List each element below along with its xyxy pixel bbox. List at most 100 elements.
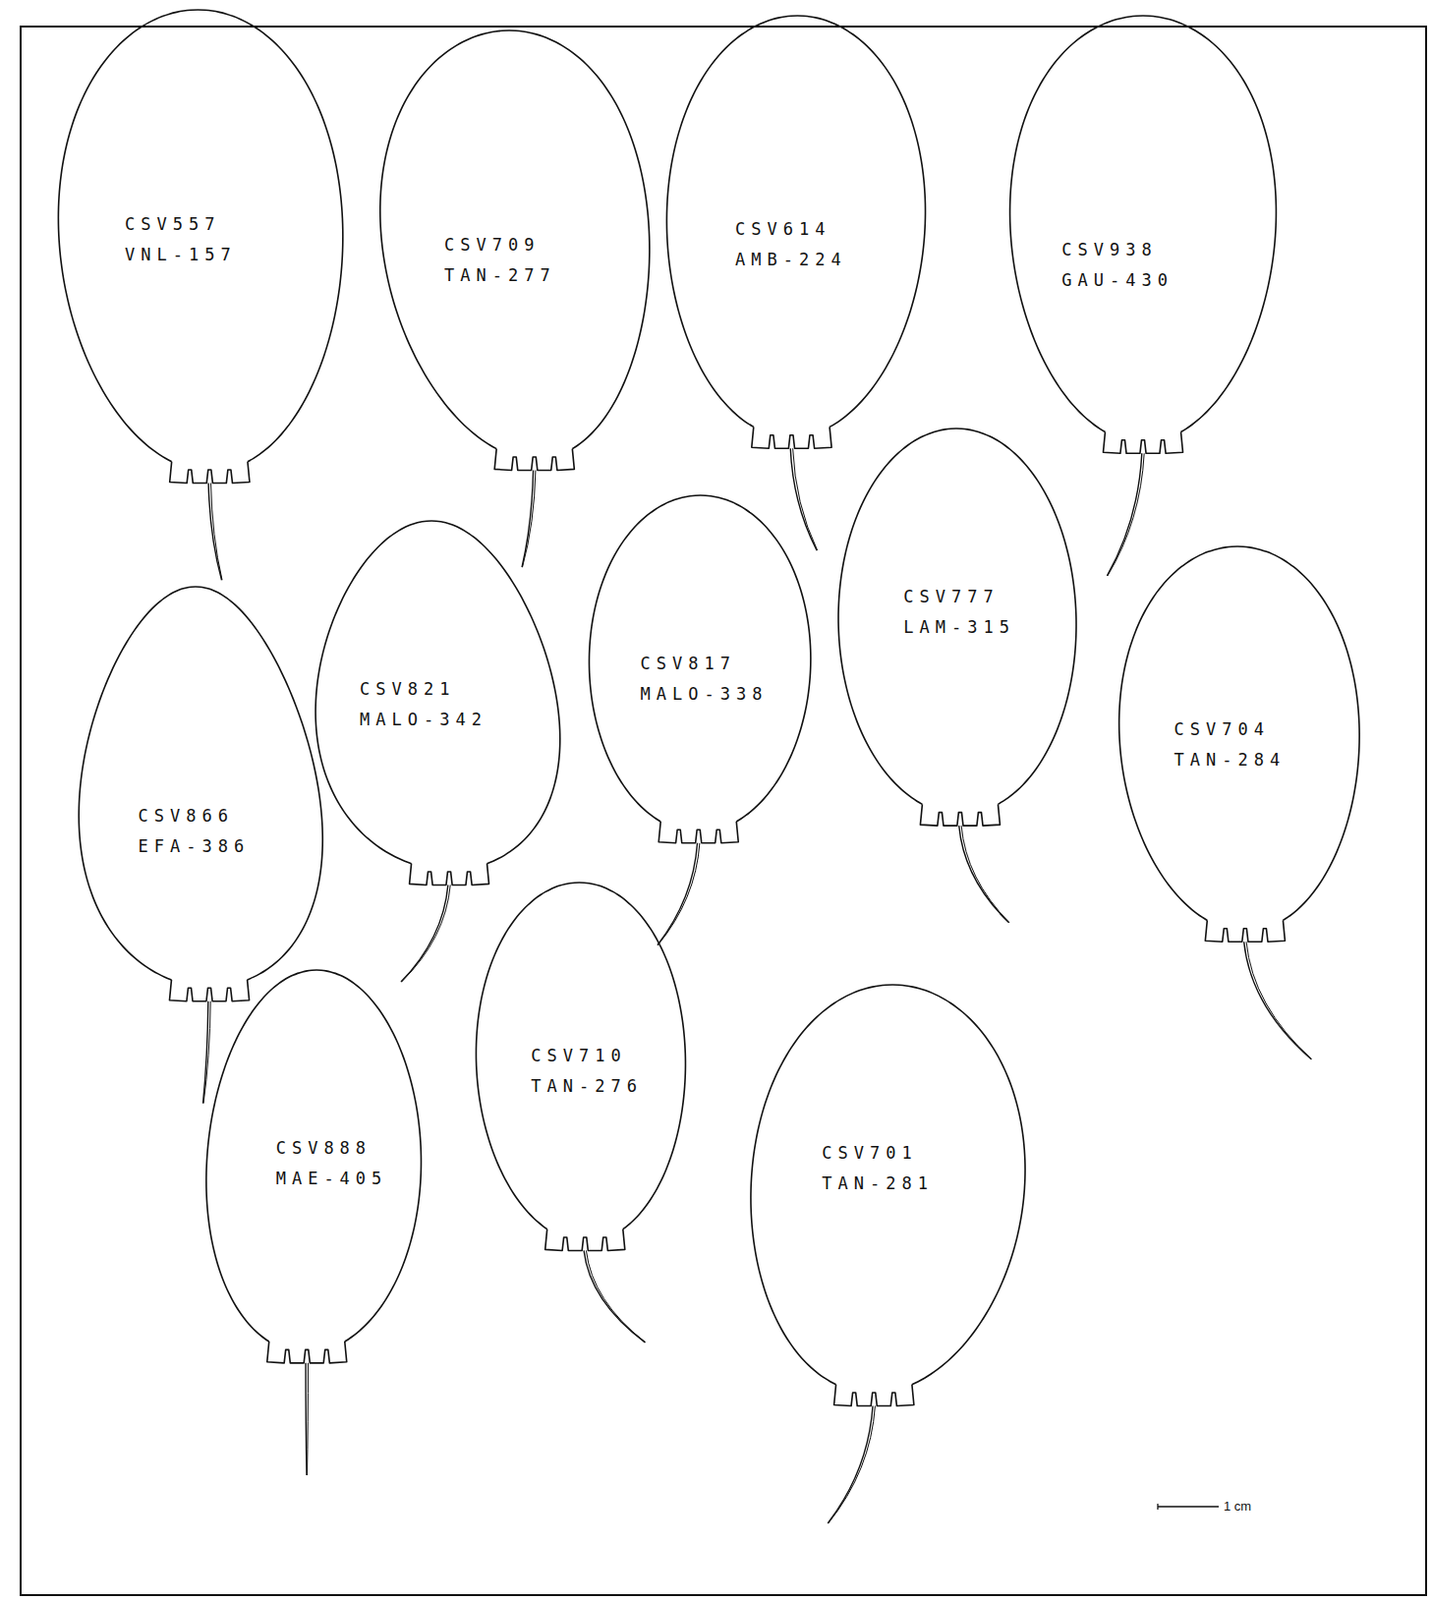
fruit-body bbox=[475, 882, 686, 1230]
calyx-lobes bbox=[1103, 431, 1184, 454]
fruit-drawing bbox=[1010, 15, 1276, 443]
fruit-outline: CSV938GAU-430 bbox=[1010, 15, 1276, 443]
calyx-lobes bbox=[658, 821, 739, 844]
fruit-drawing bbox=[56, 9, 341, 471]
scale-bar-tick bbox=[1156, 1503, 1158, 1510]
fruit-stalk bbox=[522, 470, 536, 569]
specimen-label: CSV704TAN-284 bbox=[1174, 714, 1287, 776]
specimen-label: CSV557VNL-157 bbox=[124, 209, 237, 271]
calyx-lobes bbox=[919, 804, 1000, 827]
fruit-stalk bbox=[583, 1251, 645, 1343]
collector-number: TAN-284 bbox=[1174, 744, 1287, 776]
specimen-label: CSV709TAN-277 bbox=[444, 229, 557, 291]
fruit-body bbox=[667, 15, 926, 427]
fruit-outline: CSV821MALO-342 bbox=[311, 520, 552, 870]
fruit-outline: CSV709TAN-277 bbox=[375, 30, 643, 459]
fruit-body bbox=[589, 495, 811, 822]
fruit-stalk bbox=[961, 825, 1010, 923]
collector-number: LAM-315 bbox=[903, 612, 1016, 643]
fruit-stalk bbox=[658, 842, 701, 945]
fruit-stalk bbox=[827, 1406, 875, 1524]
collector-number: VNL-157 bbox=[124, 239, 237, 271]
fruit-outline: CSV777LAM-315 bbox=[837, 428, 1076, 815]
fruit-body bbox=[57, 9, 343, 462]
fruit-outline: CSV614AMB-224 bbox=[668, 15, 927, 438]
scale-bar bbox=[1157, 1505, 1219, 1507]
fruit-body bbox=[749, 984, 1025, 1385]
fruit-stalk bbox=[585, 1251, 645, 1343]
fruit-stalk bbox=[958, 825, 1009, 923]
accession-number: CSV709 bbox=[444, 229, 557, 261]
collector-number: GAU-430 bbox=[1061, 265, 1174, 296]
fruit-body bbox=[78, 586, 323, 980]
fruit-body bbox=[315, 520, 561, 864]
accession-number: CSV704 bbox=[1174, 714, 1287, 745]
accession-number: CSV817 bbox=[640, 648, 769, 680]
accession-number: CSV777 bbox=[903, 581, 1016, 613]
fruit-stalk bbox=[790, 448, 817, 551]
calyx-lobes bbox=[1204, 919, 1285, 942]
specimen-label: CSV710TAN-276 bbox=[530, 1040, 643, 1102]
fruit-outline: CSV557VNL-157 bbox=[56, 9, 341, 471]
fruit-outline: CSV866EFA-386 bbox=[76, 586, 315, 987]
calyx-lobes bbox=[267, 1341, 347, 1364]
fruit-stalk bbox=[793, 448, 818, 551]
fruit-outline: CSV710TAN-276 bbox=[474, 882, 685, 1243]
calyx-lobes bbox=[751, 426, 832, 449]
collector-number: TAN-281 bbox=[821, 1168, 934, 1200]
calyx-lobes bbox=[170, 461, 250, 484]
fruit-stalk bbox=[306, 1362, 309, 1475]
fruit-drawing bbox=[76, 586, 315, 987]
accession-number: CSV710 bbox=[530, 1040, 643, 1072]
specimen-label: CSV888MAE-405 bbox=[276, 1133, 389, 1195]
specimen-label: CSV701TAN-281 bbox=[821, 1138, 934, 1200]
collector-number: MALO-338 bbox=[640, 679, 769, 710]
fruit-stalk bbox=[1246, 941, 1313, 1059]
specimen-label: CSV821MALO-342 bbox=[359, 674, 488, 736]
specimen-label: CSV938GAU-430 bbox=[1061, 234, 1174, 296]
fruit-drawing bbox=[209, 970, 424, 1353]
fruit-outline: CSV704TAN-284 bbox=[1117, 546, 1358, 932]
fruit-outline: CSV888MAE-405 bbox=[209, 970, 424, 1353]
fruit-stalk bbox=[211, 483, 224, 581]
fruit-stalk bbox=[208, 483, 222, 581]
specimen-label: CSV817MALO-338 bbox=[640, 648, 769, 710]
calyx-lobes bbox=[408, 862, 489, 885]
collector-number: AMB-224 bbox=[735, 244, 848, 276]
accession-number: CSV938 bbox=[1061, 234, 1174, 266]
fruit-stalk bbox=[1107, 453, 1145, 576]
specimen-label: CSV614AMB-224 bbox=[735, 214, 848, 276]
fruit-stalk bbox=[400, 884, 449, 982]
collector-number: TAN-276 bbox=[530, 1071, 643, 1102]
fruit-stalk bbox=[657, 842, 698, 945]
fruit-body bbox=[206, 970, 422, 1342]
accession-number: CSV701 bbox=[821, 1138, 934, 1169]
fruit-stalk bbox=[1244, 941, 1312, 1059]
fruit-body bbox=[838, 428, 1077, 804]
scale-label: 1 cm bbox=[1223, 1498, 1252, 1514]
fruit-stalk bbox=[1107, 453, 1143, 576]
accession-number: CSV557 bbox=[124, 209, 237, 240]
specimen-label: CSV777LAM-315 bbox=[903, 581, 1016, 643]
collector-number: EFA-386 bbox=[137, 831, 250, 862]
calyx-lobes bbox=[545, 1229, 626, 1252]
frame-border bbox=[20, 26, 1427, 1596]
fruit-body bbox=[380, 30, 650, 450]
calyx-lobes bbox=[833, 1384, 914, 1407]
fruit-body bbox=[1010, 15, 1277, 432]
fruit-stalk bbox=[400, 884, 451, 982]
accession-number: CSV821 bbox=[359, 674, 488, 705]
fruit-stalk bbox=[304, 1362, 307, 1475]
fruit-body bbox=[1119, 546, 1360, 920]
fruit-stalk bbox=[203, 1001, 211, 1104]
fruit-outline: CSV817MALO-338 bbox=[589, 495, 811, 833]
calyx-lobes bbox=[169, 979, 249, 1002]
collector-number: MAE-405 bbox=[276, 1163, 389, 1195]
collector-number: MALO-342 bbox=[359, 704, 488, 736]
accession-number: CSV614 bbox=[735, 214, 848, 245]
specimen-label: CSV866EFA-386 bbox=[137, 801, 250, 862]
fruit-outline: CSV701TAN-281 bbox=[755, 984, 1030, 1393]
accession-number: CSV888 bbox=[276, 1133, 389, 1164]
fruit-stalk bbox=[827, 1406, 873, 1524]
